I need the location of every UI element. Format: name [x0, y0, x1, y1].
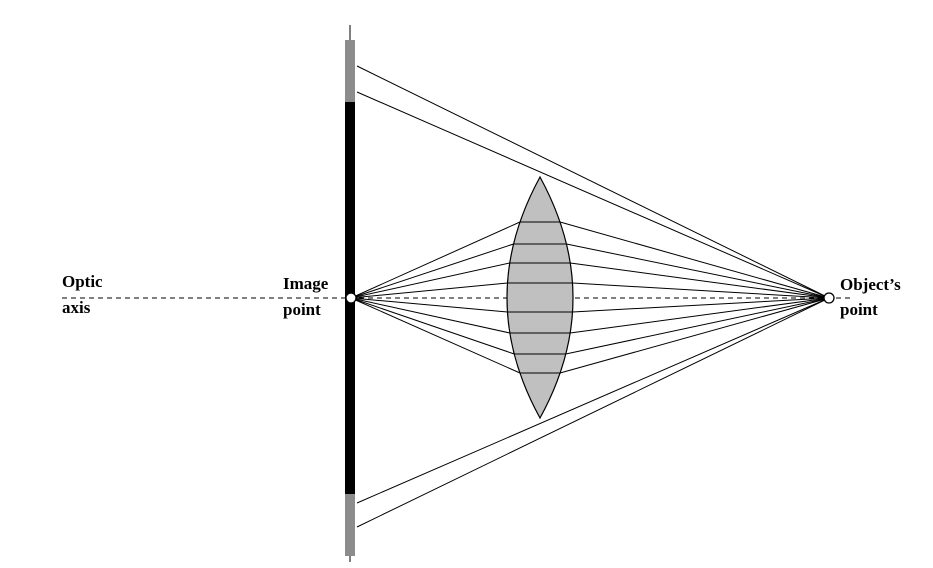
lens-ray-segment [350, 297, 508, 313]
lens-ray-segment [350, 243, 514, 299]
image-point-marker [345, 292, 357, 304]
lens-ray-segment [559, 297, 830, 374]
lens-rays [350, 221, 830, 374]
lens-ray-segment [559, 221, 830, 299]
image-plane-bottom-gray-segment [345, 494, 355, 556]
outer-ray [356, 297, 830, 504]
lens-ray-segment [572, 297, 830, 313]
lens-ray-segment [350, 221, 521, 299]
lens-ray-segment [350, 297, 515, 355]
convex-lens [506, 175, 574, 420]
optic-axis-label-line2: axis [62, 298, 91, 317]
outer-ray [356, 297, 830, 528]
outer-ray [356, 65, 830, 299]
lens-ray-segment [350, 262, 510, 299]
image-plane-top-gray-segment [345, 40, 355, 102]
lens-ray-segment [570, 297, 830, 334]
outer-rays [356, 65, 830, 528]
lens-ray-segment [350, 282, 508, 299]
lens-ray-segment [570, 262, 830, 299]
image-point-label-line2: point [283, 300, 321, 319]
outer-ray [356, 91, 830, 299]
lens-ray-segment [566, 243, 830, 299]
object-point-marker [823, 292, 835, 304]
image-point-label-line1: Image [283, 274, 329, 293]
lens-ray-segment [572, 282, 830, 299]
object-point-label-line2: point [840, 300, 878, 319]
lens-ray-segment [350, 297, 510, 334]
lens-ray-segment [565, 297, 830, 355]
lens-ray-segment [350, 297, 521, 374]
object-point-label-line1: Object’s [840, 275, 901, 294]
optic-axis-label-line1: Optic [62, 272, 103, 291]
